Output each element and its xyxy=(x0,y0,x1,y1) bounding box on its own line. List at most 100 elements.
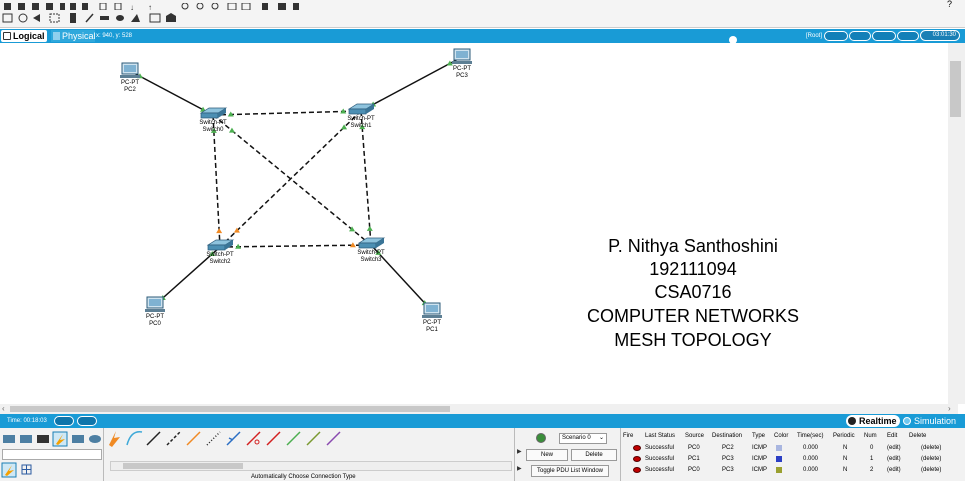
realtime-label: Realtime xyxy=(859,416,897,426)
tools-toolbar xyxy=(0,10,965,28)
back-button[interactable] xyxy=(824,31,848,41)
root-breadcrumb[interactable]: [Root] xyxy=(806,33,823,39)
device-sw2[interactable] xyxy=(206,239,235,251)
logical-view-icon xyxy=(3,32,11,40)
pdu-cell-num: 1 xyxy=(870,456,874,462)
pc-keyboard-icon xyxy=(145,309,165,312)
link-status-icon xyxy=(227,111,234,117)
workspace-vertical-scrollbar[interactable] xyxy=(948,43,965,404)
device-sw0[interactable] xyxy=(199,107,228,119)
cable-icons[interactable] xyxy=(105,428,355,450)
pdu-cell-time: 0.000 xyxy=(803,456,819,462)
main-toolbar-icons[interactable]: ↓ ↑ xyxy=(0,2,300,13)
switch-side-icon xyxy=(366,104,374,114)
device-pc3[interactable] xyxy=(452,48,472,64)
device-type-label: PC-PT xyxy=(121,80,139,86)
link-sw0-sw2[interactable] xyxy=(212,114,221,248)
connections-scroll-thumb[interactable] xyxy=(123,463,243,469)
mouse-cursor xyxy=(729,36,737,44)
delete-scenario-button[interactable]: Delete xyxy=(571,449,617,461)
fire-icon[interactable] xyxy=(633,467,641,473)
tab-physical[interactable]: Physical xyxy=(51,30,96,42)
link-status-icon xyxy=(349,242,356,248)
pdu-cell-status: Successful xyxy=(645,456,675,462)
pdu-cell-num: 0 xyxy=(870,445,874,451)
device-sw1[interactable] xyxy=(347,103,376,115)
device-pc0[interactable] xyxy=(145,296,165,312)
collapse-arrow-icon[interactable]: ▶ xyxy=(517,466,522,472)
link-sw0-sw1[interactable] xyxy=(212,110,362,116)
device-sw3[interactable] xyxy=(357,237,386,249)
link-sw1-sw3[interactable] xyxy=(360,110,372,246)
device-subcategory-icons[interactable] xyxy=(0,462,104,480)
pdu-cell-delete[interactable]: (delete) xyxy=(921,456,942,462)
chevron-down-icon: ⌄ xyxy=(598,435,604,441)
pdu-cell-edit[interactable]: (edit) xyxy=(887,445,901,451)
device-type-label: Switch-PT xyxy=(199,120,227,126)
help-icon[interactable]: ? xyxy=(947,0,953,9)
tools-toolbar-icons[interactable] xyxy=(0,10,190,28)
device-pc2[interactable] xyxy=(120,62,140,78)
device-category-icons[interactable] xyxy=(0,430,104,450)
device-pc1[interactable] xyxy=(422,302,442,318)
device-type-label: PC-PT xyxy=(423,320,441,326)
pdu-cell-delete[interactable]: (delete) xyxy=(921,467,942,473)
scroll-right-icon[interactable]: › xyxy=(948,404,951,413)
pdu-cell-type: ICMP xyxy=(752,445,767,451)
simulation-button[interactable]: Simulation xyxy=(902,415,962,427)
new-scenario-button[interactable]: New xyxy=(526,449,568,461)
power-cycle-button[interactable] xyxy=(54,416,74,426)
switch-side-icon xyxy=(218,108,226,118)
fire-icon[interactable] xyxy=(633,445,641,451)
pdu-cell-num: 2 xyxy=(870,467,874,473)
link-pc3-sw1[interactable] xyxy=(360,56,463,112)
pdu-cell-source: PC0 xyxy=(688,467,700,473)
pdu-cell-periodic: N xyxy=(843,456,848,462)
scenario-dropdown-value: Scenario 0 xyxy=(562,435,591,441)
tab-logical[interactable]: Logical xyxy=(1,30,47,42)
pdu-cell-destination: PC3 xyxy=(722,456,734,462)
connections-scrollbar[interactable] xyxy=(110,461,512,471)
background-icon[interactable] xyxy=(897,31,919,41)
link-pc1-sw3[interactable] xyxy=(370,244,433,312)
device-name-label: Switch1 xyxy=(350,123,372,129)
bottom-panel: Automatically Choose Connection Type Sce… xyxy=(0,428,965,481)
tab-logical-label: Logical xyxy=(13,31,45,41)
link-pc0-sw2[interactable] xyxy=(154,246,221,306)
info-icon[interactable] xyxy=(536,433,546,443)
link-sw0-sw3[interactable] xyxy=(212,114,372,246)
horizontal-scroll-thumb[interactable] xyxy=(10,406,450,412)
realtime-button[interactable]: Realtime xyxy=(846,415,900,427)
connection-type-label: Automatically Choose Connection Type xyxy=(251,474,356,480)
toggle-pdu-list-button[interactable]: Toggle PDU List Window xyxy=(531,465,609,477)
vertical-scroll-thumb[interactable] xyxy=(950,61,961,117)
pdu-cell-edit[interactable]: (edit) xyxy=(887,456,901,462)
viewport-icon[interactable] xyxy=(849,31,871,41)
link-sw2-sw3[interactable] xyxy=(219,244,372,248)
link-sw1-sw2[interactable] xyxy=(219,110,362,248)
tab-physical-label: Physical xyxy=(62,31,96,41)
pdu-cell-edit[interactable]: (edit) xyxy=(887,467,901,473)
links-layer xyxy=(129,56,463,312)
pc-screen-icon xyxy=(149,299,161,306)
link-status-icon xyxy=(216,228,223,234)
device-name-label: PC0 xyxy=(149,321,161,327)
scenario-dropdown[interactable]: Scenario 0 ⌄ xyxy=(559,433,607,444)
workspace-horizontal-scrollbar[interactable]: ‹ › xyxy=(0,404,958,414)
link-pc2-sw0[interactable] xyxy=(129,70,214,116)
device-name-label: PC3 xyxy=(456,73,468,79)
pdu-color-swatch xyxy=(776,467,782,473)
expand-arrow-icon[interactable]: ▶ xyxy=(517,449,522,455)
fast-forward-button[interactable] xyxy=(77,416,97,426)
device-search-field[interactable] xyxy=(2,449,102,460)
device-name-label: Switch2 xyxy=(209,259,231,265)
cluster-button[interactable] xyxy=(872,31,896,41)
pdu-cell-delete[interactable]: (delete) xyxy=(921,445,942,451)
scroll-left-icon[interactable]: ‹ xyxy=(2,404,5,413)
link-status-icon xyxy=(228,127,235,133)
pdu-cell-destination: PC2 xyxy=(722,445,734,451)
device-type-label: PC-PT xyxy=(146,314,164,320)
fire-icon[interactable] xyxy=(633,456,641,462)
